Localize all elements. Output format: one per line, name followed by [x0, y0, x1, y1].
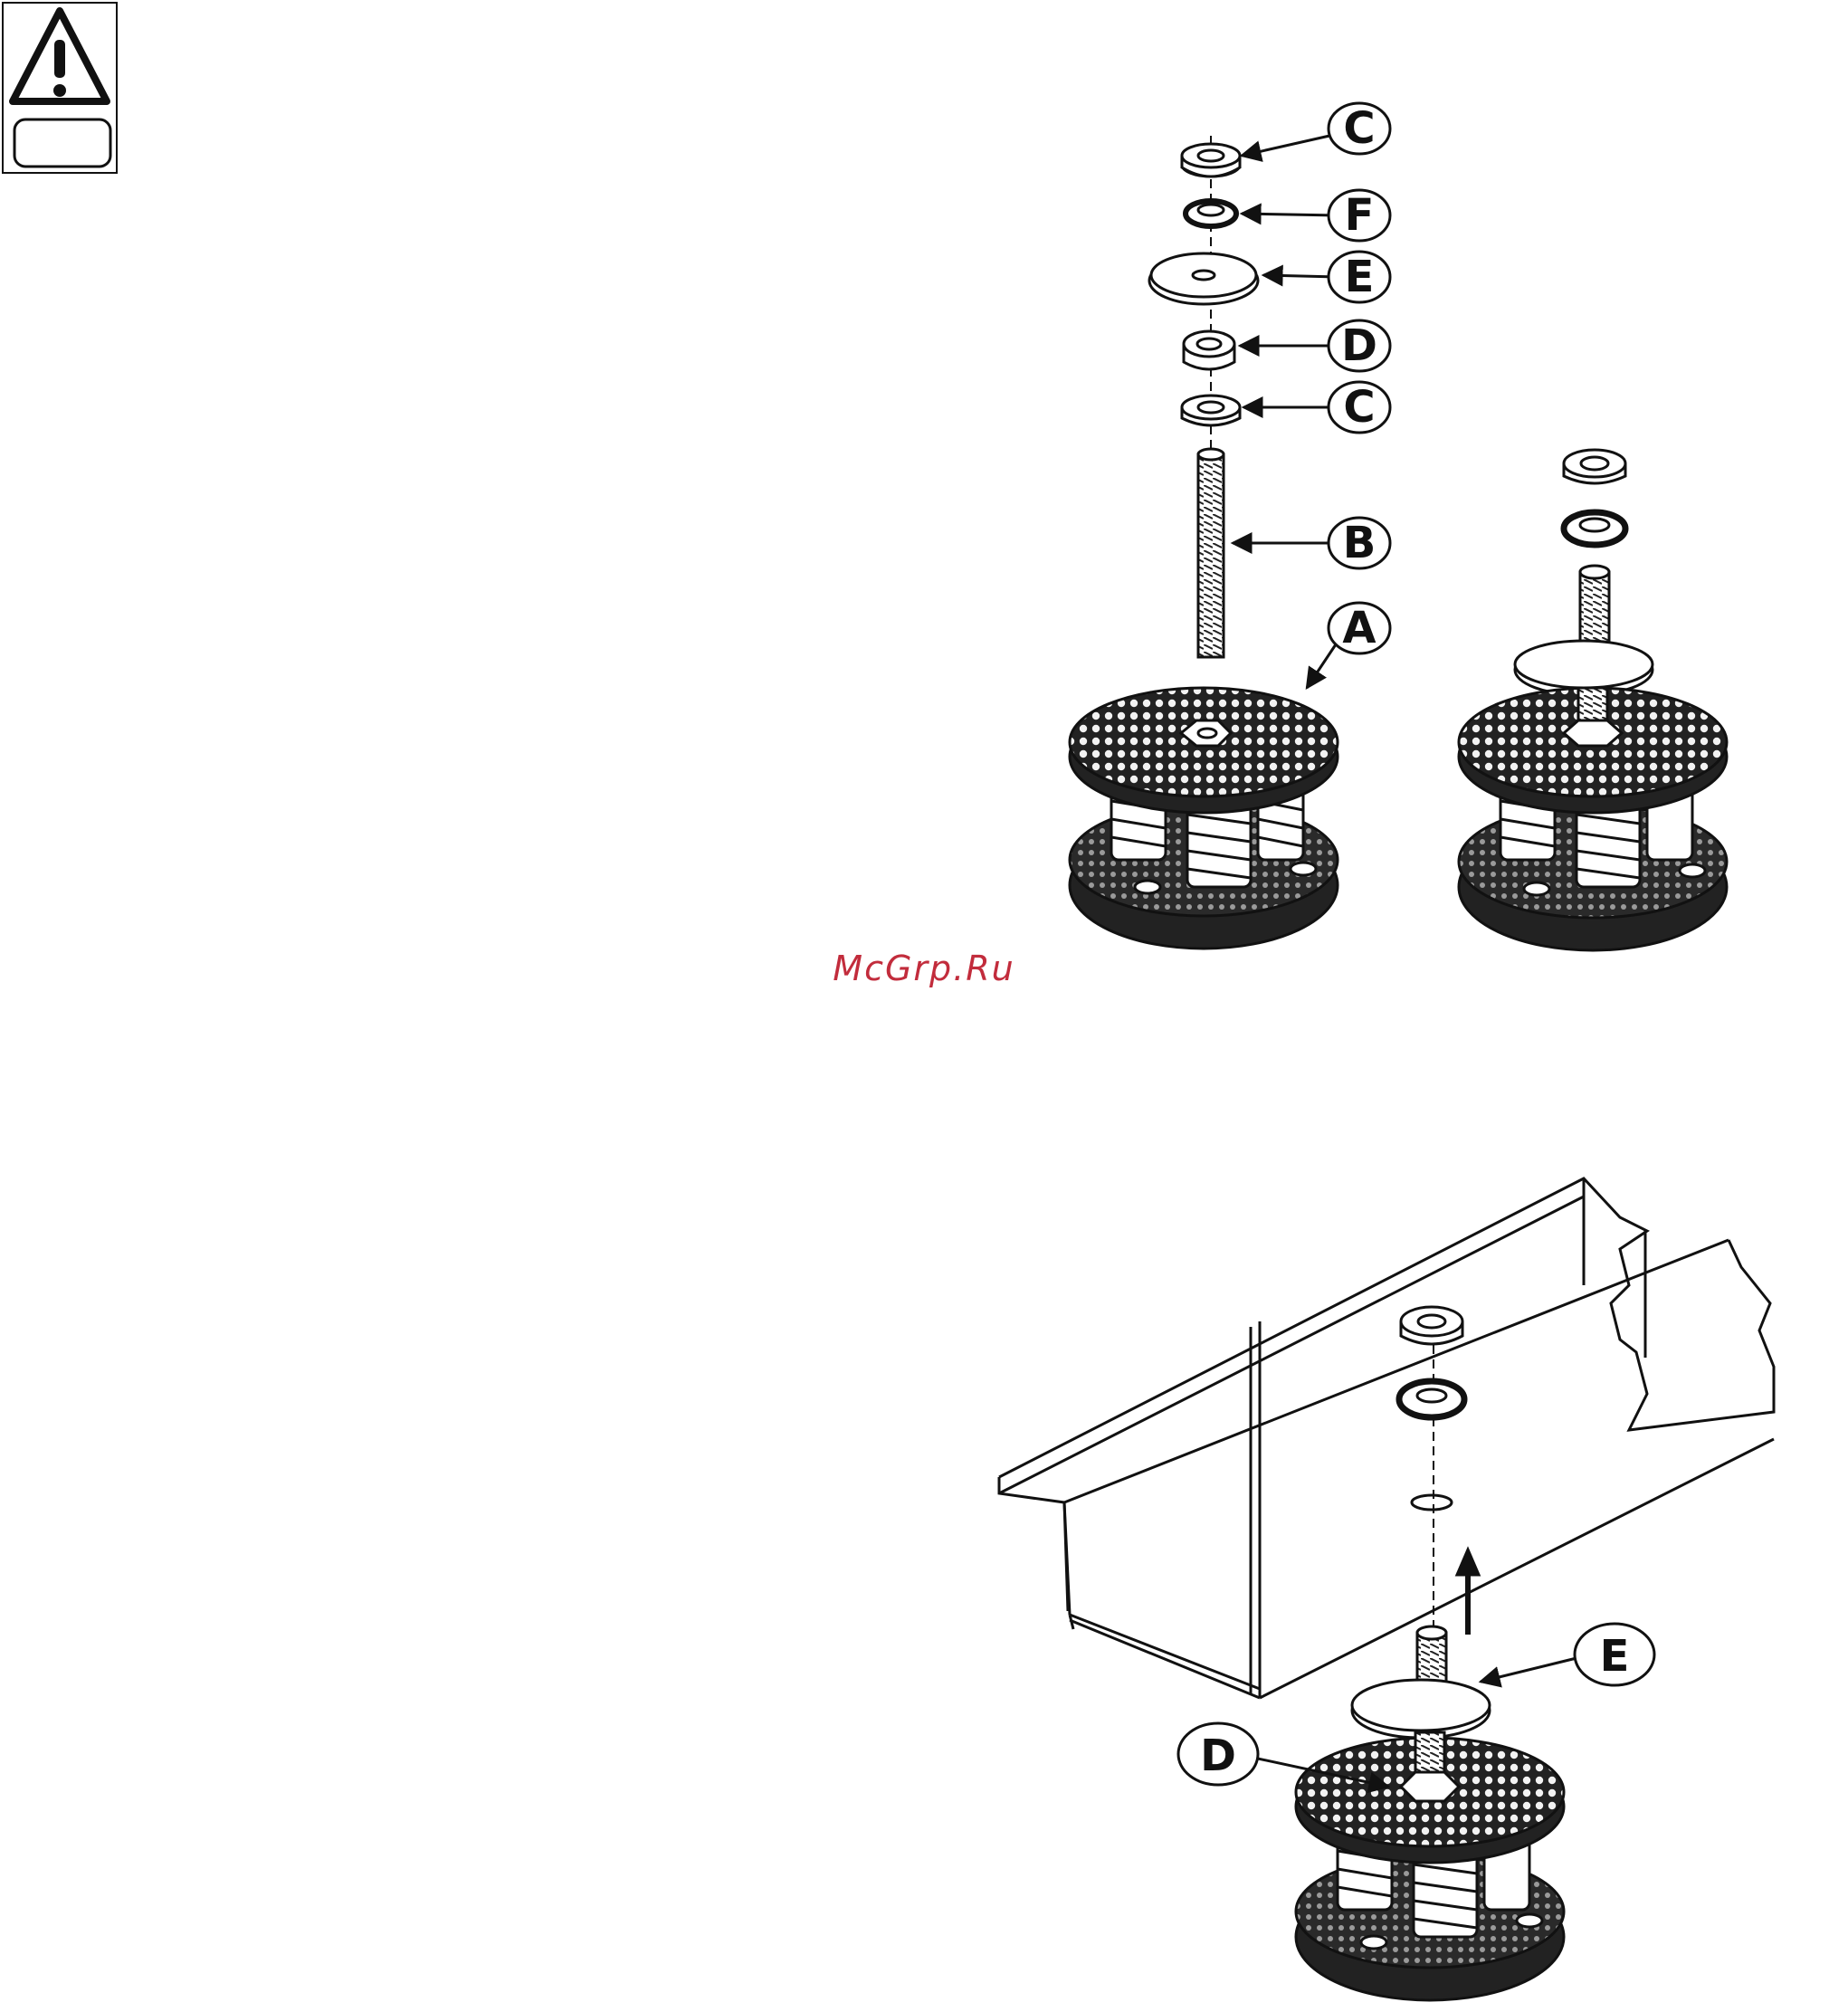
mounting-rail	[999, 1178, 1774, 1698]
figure-1-assembled	[1459, 450, 1727, 950]
threaded-stud-b	[1198, 449, 1224, 657]
callout-a: A	[1342, 603, 1376, 653]
locknut-c-lower	[1182, 396, 1240, 425]
spring-isolator-a	[1070, 688, 1338, 949]
callouts-figure-1	[1329, 103, 1390, 653]
callout-d-rail: D	[1200, 1731, 1236, 1781]
callout-e: E	[1345, 252, 1375, 302]
nut-d	[1184, 331, 1234, 369]
callout-c-lower: C	[1343, 382, 1375, 433]
leader-lines-figure-1	[1233, 134, 1338, 688]
callout-f: F	[1345, 190, 1375, 241]
figure-1-exploded: C F E D C B A	[1070, 103, 1390, 949]
figure-2-rail-installation: E D	[999, 1178, 1774, 2000]
watermark-text: McGrp.Ru	[0, 949, 1848, 988]
callout-b: B	[1343, 518, 1376, 568]
callout-e-rail: E	[1600, 1631, 1630, 1682]
spring-washer-f	[1186, 201, 1236, 226]
callout-c-top: C	[1343, 103, 1375, 154]
callout-d: D	[1341, 320, 1377, 371]
flat-washer-e	[1149, 253, 1258, 304]
locknut-c-top	[1182, 144, 1240, 176]
